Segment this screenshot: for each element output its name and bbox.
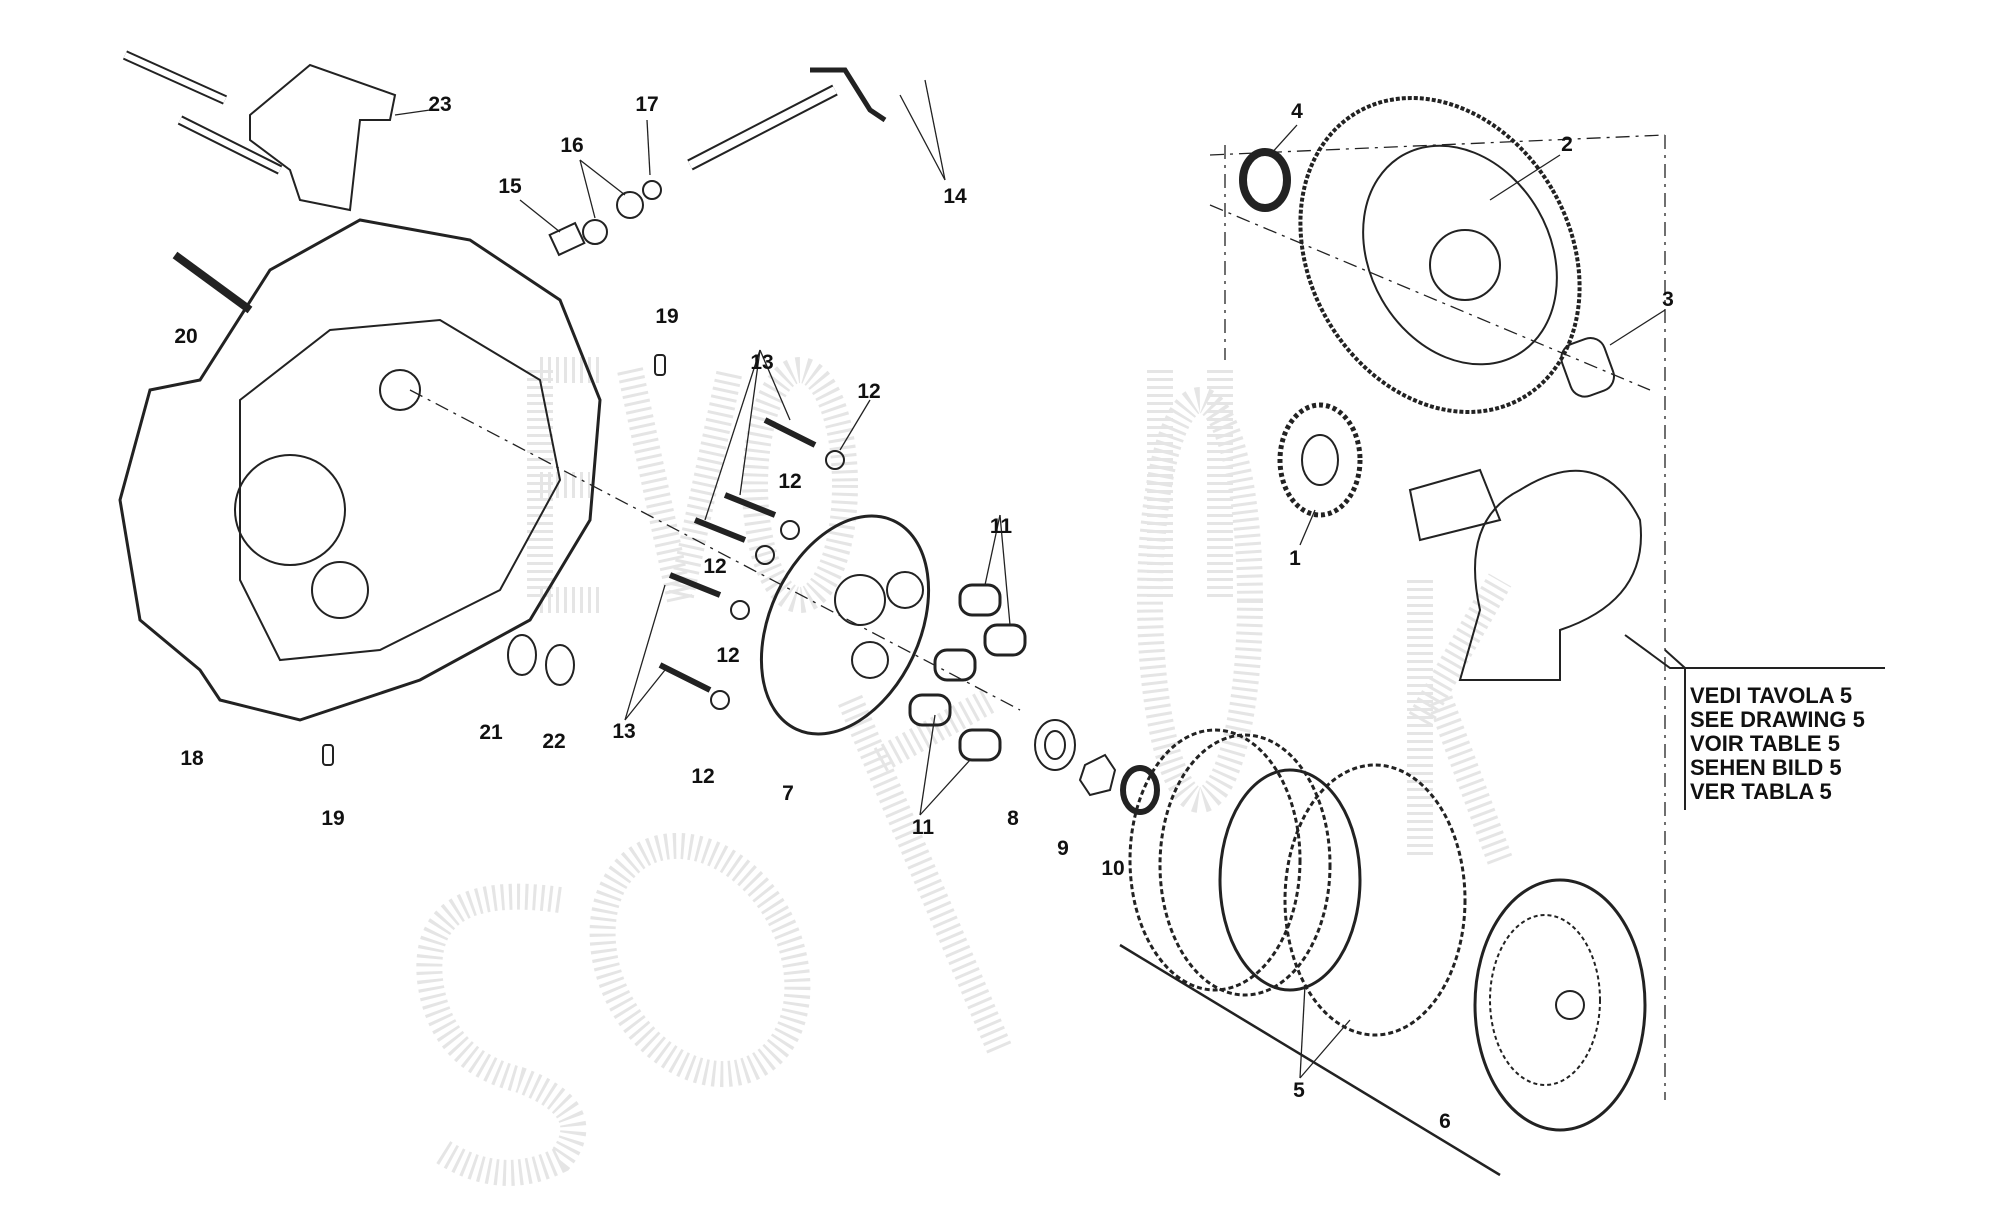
callout-13: 13 bbox=[612, 720, 636, 743]
callout-11: 11 bbox=[989, 515, 1013, 538]
pressure-plate-7 bbox=[759, 514, 931, 736]
callout-12: 12 bbox=[857, 380, 881, 403]
callout-3: 3 bbox=[1662, 288, 1674, 311]
note-line-es: VER TABLA 5 bbox=[1690, 779, 1832, 804]
callout-12: 12 bbox=[691, 765, 715, 788]
note-line-fr: VOIR TABLE 5 bbox=[1690, 731, 1840, 756]
callout-23: 23 bbox=[428, 93, 452, 116]
callout-5: 5 bbox=[1293, 1079, 1305, 1102]
callout-14: 14 bbox=[943, 185, 967, 208]
bolt-23a bbox=[122, 50, 228, 105]
callout-19: 19 bbox=[655, 305, 679, 328]
callout-10: 10 bbox=[1101, 857, 1125, 880]
note-line-it: VEDI TAVOLA 5 bbox=[1690, 683, 1853, 708]
bracket-23 bbox=[249, 63, 397, 212]
callout-17: 17 bbox=[635, 93, 659, 116]
callout-6: 6 bbox=[1439, 1110, 1451, 1133]
callout-13: 13 bbox=[750, 351, 774, 374]
note-line-en: SEE DRAWING 5 bbox=[1690, 707, 1865, 732]
clutch-housing-2 bbox=[1298, 96, 1582, 414]
callout-16: 16 bbox=[560, 134, 584, 157]
callout-22: 22 bbox=[542, 730, 566, 753]
callout-8: 8 bbox=[1007, 807, 1019, 830]
stud-20 bbox=[172, 251, 253, 314]
note-line-de: SEHEN BILD 5 bbox=[1690, 755, 1842, 780]
see-drawing-note: VEDI TAVOLA 5 SEE DRAWING 5 VOIR TABLE 5… bbox=[1690, 684, 1865, 804]
callout-11: 11 bbox=[911, 816, 935, 839]
callout-7: 7 bbox=[782, 782, 794, 805]
callout-12: 12 bbox=[778, 470, 802, 493]
callout-20: 20 bbox=[174, 325, 198, 348]
callout-4: 4 bbox=[1291, 100, 1303, 123]
callout-19: 19 bbox=[321, 807, 345, 830]
callout-12: 12 bbox=[716, 644, 740, 667]
callout-12: 12 bbox=[703, 555, 727, 578]
callout-9: 9 bbox=[1057, 837, 1069, 860]
callout-1: 1 bbox=[1289, 547, 1301, 570]
clutch-cover-18 bbox=[118, 218, 602, 722]
bolt-23b bbox=[177, 115, 283, 175]
lever bbox=[810, 67, 887, 123]
callout-21: 21 bbox=[479, 721, 503, 744]
callout-15: 15 bbox=[498, 175, 522, 198]
callout-2: 2 bbox=[1561, 133, 1573, 156]
callout-18: 18 bbox=[180, 747, 204, 770]
